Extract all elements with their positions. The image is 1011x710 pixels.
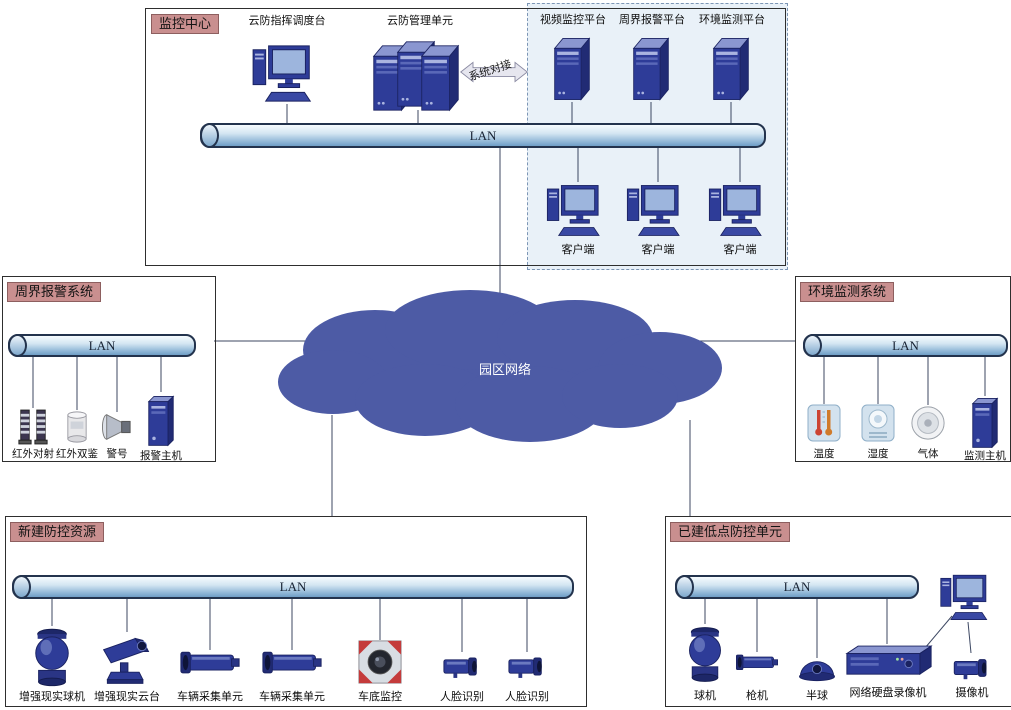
nvr-icon (845, 644, 933, 680)
environment-platform-server-icon (712, 36, 750, 102)
lan-bus: LAN (8, 334, 196, 357)
client-label: 客户端 (723, 244, 757, 256)
monitoring-host-icon (971, 396, 999, 448)
perimeter-alarm-title: 周界报警系统 (7, 282, 102, 302)
ar-ptz-camera-icon (98, 632, 156, 688)
device-label: 人脸识别 (440, 691, 484, 703)
device-label: 摄像机 (955, 687, 989, 699)
dispatch-console-workstation-icon (252, 42, 322, 104)
monitoring-center-box (145, 8, 786, 266)
video-platform-server-icon (553, 36, 591, 102)
temperature-sensor-icon (807, 404, 841, 442)
existing-units-title: 已建低点防控单元 (670, 522, 791, 542)
infrared-beam-icon (17, 408, 49, 446)
connector-line-group (32, 102, 986, 658)
camera-icon (951, 654, 993, 682)
dome-camera-icon (684, 624, 726, 684)
device-label: 球机 (694, 690, 716, 702)
campus-network-cloud (265, 280, 745, 450)
gas-sensor-icon (910, 405, 946, 441)
management-unit-server-icon (420, 44, 460, 112)
vehicle-capture-camera-icon (261, 650, 323, 677)
infrared-dual-detector-icon (66, 410, 88, 444)
lan-label: LAN (279, 579, 307, 594)
environment-monitoring-title: 环境监测系统 (800, 282, 895, 302)
device-label: 半球 (806, 690, 828, 702)
device-label: 车辆采集单元 (177, 691, 243, 703)
lan-label: LAN (469, 127, 497, 143)
device-label: 枪机 (746, 690, 768, 702)
device-label: 红外对射 (12, 448, 54, 460)
device-label: 车辆采集单元 (259, 691, 325, 703)
lan-endcap (8, 334, 27, 357)
platform-label: 视频监控平台 (540, 14, 606, 26)
device-label: 网络硬盘录像机 (849, 687, 927, 699)
device-label: 增强现实球机 (19, 691, 85, 703)
bullet-camera-icon (735, 652, 779, 674)
monitoring-center-title: 监控中心 (151, 14, 220, 34)
lan-bus: LAN (803, 334, 1008, 357)
existing-units-box (665, 516, 1011, 707)
half-dome-camera-icon (797, 658, 837, 682)
lan-endcap (675, 575, 694, 599)
platform-label: 周界报警平台 (619, 14, 685, 26)
perimeter-platform-server-icon (632, 36, 670, 102)
ar-dome-camera-icon (30, 626, 74, 688)
lan-bus: LAN (675, 575, 919, 599)
client-monitor-icon (940, 572, 996, 622)
client-label: 客户端 (641, 244, 675, 256)
humidity-sensor-icon (861, 404, 895, 442)
system-link-arrow-icon (458, 58, 530, 86)
device-label: 温度 (813, 448, 835, 460)
client-workstation-icon (708, 182, 772, 238)
lan-label: LAN (783, 579, 811, 594)
device-label: 红外双鉴 (56, 448, 98, 460)
platform-label: 环境监测平台 (699, 14, 765, 26)
lan-endcap (12, 575, 31, 599)
management-unit-label: 云防管理单元 (387, 15, 453, 27)
lan-label: LAN (88, 337, 116, 353)
alarm-host-icon (147, 392, 175, 448)
client-workstation-icon (626, 182, 690, 238)
new-resources-title: 新建防控资源 (10, 522, 105, 542)
client-workstation-icon (546, 182, 610, 238)
device-label: 人脸识别 (505, 691, 549, 703)
lan-endcap (200, 123, 219, 148)
face-recognition-camera-icon (507, 652, 547, 681)
new-resources-box (5, 516, 587, 707)
dispatch-console-label: 云防指挥调度台 (248, 15, 326, 27)
lan-bus: LAN (12, 575, 574, 599)
client-label: 客户端 (561, 244, 595, 256)
device-label: 监测主机 (964, 450, 1006, 462)
vehicle-capture-camera-icon (179, 650, 241, 677)
alarm-horn-icon (101, 412, 133, 442)
under-vehicle-camera-icon (358, 640, 402, 684)
campus-network-label: 园区网络 (478, 362, 531, 377)
device-label: 气体 (917, 448, 939, 460)
face-recognition-camera-icon (442, 652, 482, 681)
device-label: 报警主机 (140, 450, 182, 462)
device-label: 警号 (106, 448, 128, 460)
perimeter-alarm-box (2, 276, 216, 462)
device-label: 湿度 (867, 448, 889, 460)
lan-bus: LAN (200, 123, 766, 148)
device-label: 车底监控 (358, 691, 402, 703)
device-label: 增强现实云台 (94, 691, 160, 703)
lan-label: LAN (892, 337, 919, 353)
lan-endcap (803, 334, 822, 357)
